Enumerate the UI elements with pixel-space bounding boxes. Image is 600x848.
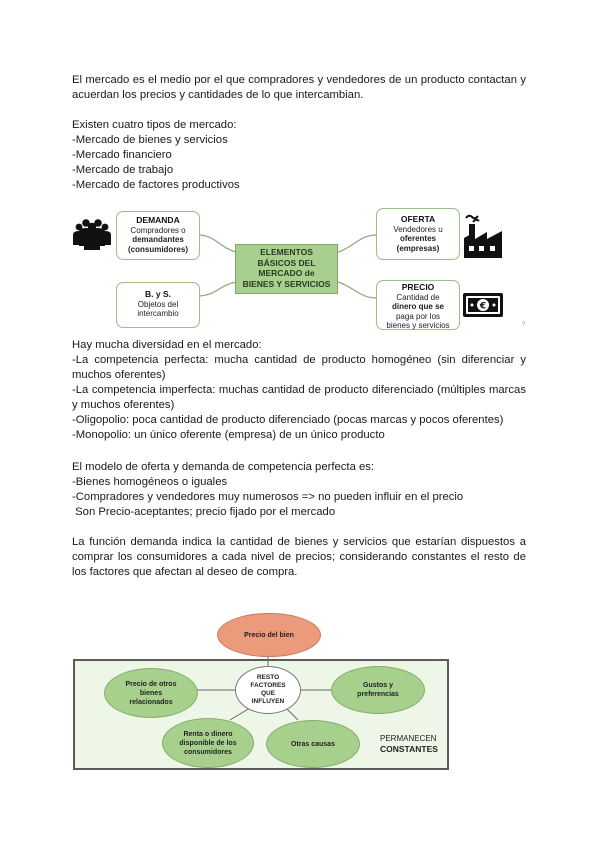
center-line: BÁSICOS DEL (257, 257, 316, 268)
model-item: Son Precio-aceptantes; precio fijado por… (72, 506, 336, 518)
precio-line: Cantidad de (396, 292, 440, 302)
demanda-line: demandantes (132, 235, 184, 244)
model-item: -Bienes homogéneos o iguales (72, 476, 228, 488)
demanda-box: DEMANDA Compradores o demandantes (consu… (116, 211, 200, 260)
market-type-item: -Mercado financiero (72, 149, 172, 161)
market-type-item: -Mercado de trabajo (72, 164, 174, 176)
market-types-title: Existen cuatro tipos de mercado: (72, 119, 237, 131)
precio-title: PRECIO (401, 282, 435, 292)
oferta-title: OFERTA (400, 214, 436, 224)
precio-box: PRECIO Cantidad de dinero que se paga po… (376, 280, 460, 330)
model-item: -Compradores y vendedores muy numerosos … (72, 491, 464, 503)
precio-line: bienes y servicios (386, 321, 450, 330)
bys-line: Objetos del (137, 299, 179, 309)
people-group-icon (73, 219, 111, 250)
oferta-line: (empresas) (396, 243, 440, 253)
market-definition: El mercado es el medio por el que compra… (72, 74, 526, 101)
model-title: El modelo de oferta y demanda de compete… (72, 461, 375, 473)
corner-mark: ? (522, 322, 526, 328)
model-block: El modelo de oferta y demanda de compete… (72, 460, 526, 520)
demanda-title: DEMANDA (136, 215, 180, 225)
oferta-line: Vendedores u (393, 224, 443, 234)
competition-item: -Monopolio: un único oferente (empresa) … (72, 429, 385, 441)
demand-function-text: La función demanda indica la cantidad de… (72, 536, 526, 578)
svg-text:€: € (479, 302, 486, 312)
market-type-item: -Mercado de factores productivos (72, 179, 240, 191)
center-line: ELEMENTOS (260, 247, 313, 257)
bys-title: B. y S. (145, 289, 171, 299)
center-line: MERCADO de (258, 268, 315, 278)
demanda-line: Compradores o (130, 225, 186, 235)
bys-box: B. y S. Objetos del intercambio (116, 282, 200, 328)
euro-banknote-icon: € (463, 293, 503, 317)
diagram-center: ELEMENTOS BÁSICOS DEL MERCADO de BIENES … (235, 244, 338, 294)
oferta-line: oferentes (399, 234, 436, 243)
demanda-line: (consumidores) (127, 244, 188, 254)
market-type-item: -Mercado de bienes y servicios (72, 134, 228, 146)
precio-line: paga por los (395, 311, 441, 321)
competition-item: -La competencia perfecta: mucha cantidad… (72, 354, 526, 381)
bys-line: intercambio (137, 309, 179, 318)
market-types-block: Existen cuatro tipos de mercado: -Mercad… (72, 118, 526, 193)
center-line: BIENES Y SERVICIOS (242, 278, 331, 289)
competition-block: Hay mucha diversidad en el mercado: -La … (72, 338, 526, 443)
competition-item: -La competencia imperfecta: muchas canti… (72, 384, 526, 411)
competition-item: -Oligopolio: poca cantidad de producto d… (72, 414, 504, 426)
competition-title: Hay mucha diversidad en el mercado: (72, 339, 262, 351)
factory-icon (464, 214, 502, 258)
oferta-box: OFERTA Vendedores u oferentes (empresas) (376, 208, 460, 260)
precio-line: dinero que se (391, 302, 444, 311)
